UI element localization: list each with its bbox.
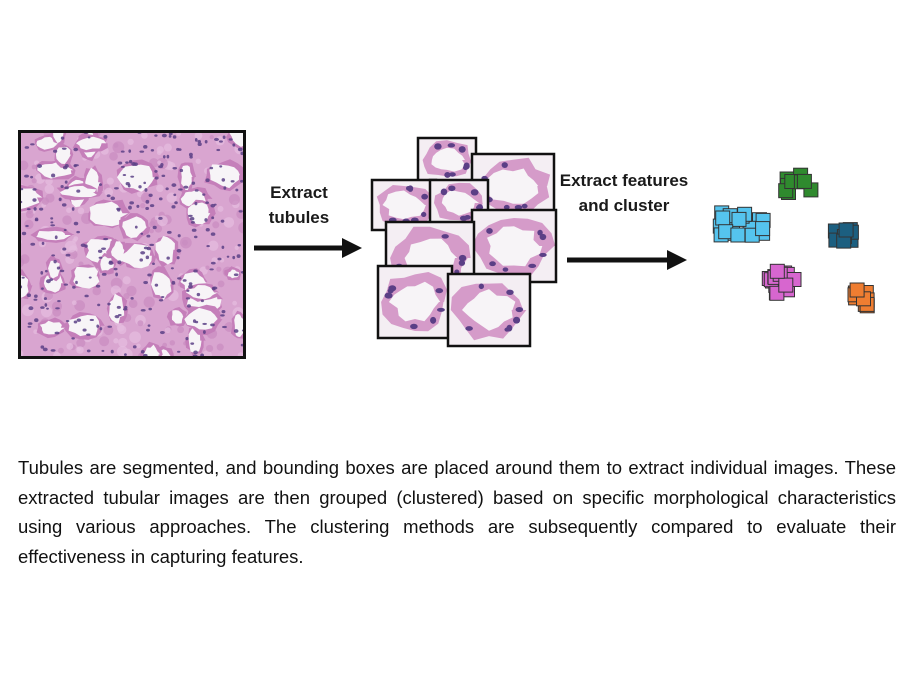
histology-image	[18, 130, 246, 359]
cluster-square	[849, 282, 865, 298]
tubule-tile	[446, 272, 532, 348]
cluster-square	[755, 221, 771, 237]
extracted-tubule-tiles	[370, 136, 558, 348]
arrow-right-icon	[567, 250, 687, 270]
cluster-square	[796, 173, 812, 189]
cluster-square	[731, 211, 747, 227]
cluster-square	[838, 222, 854, 238]
cluster-square	[769, 263, 785, 279]
figure-caption: Tubules are segmented, and bounding boxe…	[18, 457, 896, 567]
extract-features-label: Extract features and cluster	[559, 171, 689, 215]
cluster-square	[715, 210, 731, 226]
cluster-scatter	[712, 167, 875, 314]
tubule-tile	[470, 208, 558, 284]
tubule-tile	[376, 264, 454, 340]
cluster-square	[778, 277, 794, 293]
cluster-square	[730, 227, 746, 243]
arrow-right-icon	[254, 238, 362, 258]
extract-tubules-label: Extract tubules	[268, 183, 330, 227]
tubule-tile	[416, 136, 478, 184]
